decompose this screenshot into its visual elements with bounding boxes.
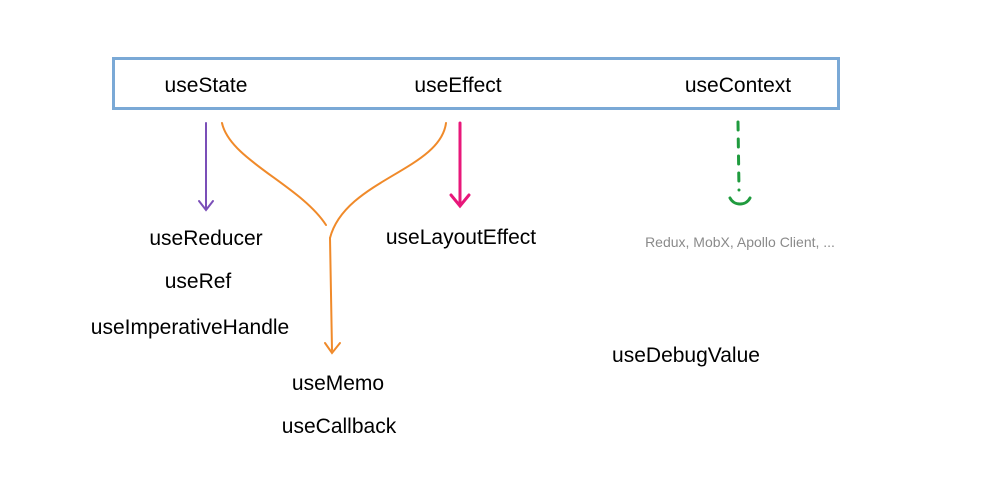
state-to-reducer-arrow xyxy=(198,122,214,212)
effect-to-layout-effect-arrow xyxy=(449,121,471,209)
use-debug-value-label: useDebugValue xyxy=(612,344,760,367)
core-hooks-box xyxy=(112,57,840,110)
use-imperative-handle-label: useImperativeHandle xyxy=(90,316,290,339)
context-alternatives-label: Redux, MobX, Apollo Client, ... xyxy=(645,234,835,250)
use-state-label: useState xyxy=(164,74,248,97)
use-layout-effect-label: useLayoutEffect xyxy=(385,226,537,249)
use-context-label: useContext xyxy=(684,74,792,97)
use-reducer-label: useReducer xyxy=(149,227,263,250)
context-to-alternatives-arrow xyxy=(728,120,752,206)
use-callback-label: useCallback xyxy=(281,415,397,438)
memo-callback-arrow xyxy=(221,122,447,355)
use-memo-label: useMemo xyxy=(291,372,385,395)
use-effect-label: useEffect xyxy=(414,74,502,97)
use-ref-label: useRef xyxy=(164,270,232,293)
